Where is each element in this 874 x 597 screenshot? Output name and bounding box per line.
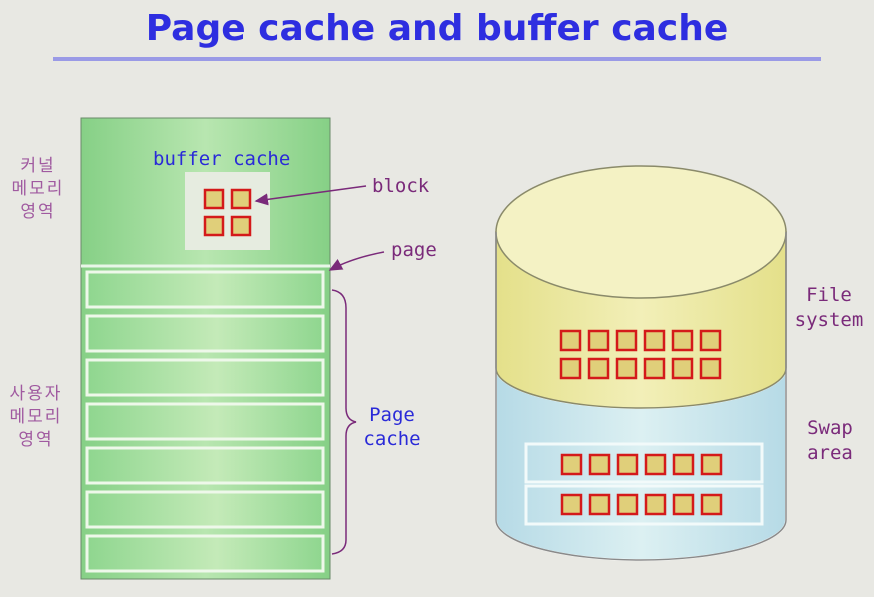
kernel-memory-line2: 메모리 xyxy=(11,179,65,199)
kernel-memory-line3: 영역 xyxy=(20,202,56,222)
swap-block xyxy=(616,493,639,516)
buffer-cache-box xyxy=(185,172,270,250)
swap-block xyxy=(672,493,695,516)
block-label: block xyxy=(372,175,430,197)
fs-block xyxy=(587,329,610,352)
page-slot xyxy=(85,534,325,573)
disk-cylinder xyxy=(495,165,787,561)
fs-block xyxy=(559,329,582,352)
swap-block xyxy=(560,453,583,476)
swap-page-slot xyxy=(524,442,764,484)
fs-block xyxy=(699,329,722,352)
page-arrow xyxy=(328,251,385,271)
page-cache-label: Page cache xyxy=(362,403,422,451)
swap-block xyxy=(700,493,723,516)
fs-block xyxy=(671,357,694,380)
fs-block xyxy=(559,357,582,380)
page-slot xyxy=(85,446,325,485)
page-slot xyxy=(85,358,325,397)
page-slot xyxy=(85,402,325,441)
page-cache-label-line2: cache xyxy=(363,428,421,450)
page-slot xyxy=(85,490,325,529)
file-system-label-line2: system xyxy=(794,309,864,331)
user-memory-line3: 영역 xyxy=(18,430,54,450)
user-memory-region-label: 사용자 메모리 영역 xyxy=(6,383,66,452)
fs-block xyxy=(643,357,666,380)
swap-block xyxy=(588,453,611,476)
fs-block xyxy=(615,357,638,380)
page-slots xyxy=(85,270,325,573)
fs-block xyxy=(671,329,694,352)
swap-area-label-line2: area xyxy=(807,442,853,464)
swap-block xyxy=(644,493,667,516)
buffer-cache-label: buffer cache xyxy=(153,148,291,170)
swap-block xyxy=(672,453,695,476)
fs-block xyxy=(643,329,666,352)
fs-block xyxy=(615,329,638,352)
file-system-label-line1: File xyxy=(806,284,852,306)
fs-block xyxy=(587,357,610,380)
swap-page-slots xyxy=(524,442,764,526)
swap-block xyxy=(588,493,611,516)
file-system-label: File system xyxy=(789,283,869,333)
buffer-block xyxy=(230,215,252,237)
title-underline xyxy=(53,57,821,61)
swap-area-label-line1: Swap xyxy=(807,417,853,439)
buffer-block xyxy=(203,215,225,237)
user-memory-line2: 메모리 xyxy=(9,407,63,427)
kernel-memory-region-label: 커널 메모리 영역 xyxy=(8,155,68,224)
page-label: page xyxy=(391,239,437,261)
user-memory-line1: 사용자 xyxy=(9,384,63,404)
buffer-block xyxy=(230,188,252,210)
swap-block xyxy=(700,453,723,476)
disk-top xyxy=(495,165,787,299)
file-system-blocks xyxy=(559,329,722,380)
swap-block xyxy=(560,493,583,516)
block-arrow xyxy=(254,185,367,206)
swap-area-label: Swap area xyxy=(790,416,870,466)
swap-block xyxy=(616,453,639,476)
buffer-block xyxy=(203,188,225,210)
swap-page-slot xyxy=(524,484,764,526)
page-slot xyxy=(85,314,325,353)
kernel-memory-line1: 커널 xyxy=(20,156,56,176)
slide-title: Page cache and buffer cache xyxy=(145,8,729,49)
fs-block xyxy=(699,357,722,380)
page-slot xyxy=(85,270,325,309)
page-cache-label-line1: Page xyxy=(369,404,415,426)
page-cache-brace xyxy=(331,289,357,555)
swap-block xyxy=(644,453,667,476)
